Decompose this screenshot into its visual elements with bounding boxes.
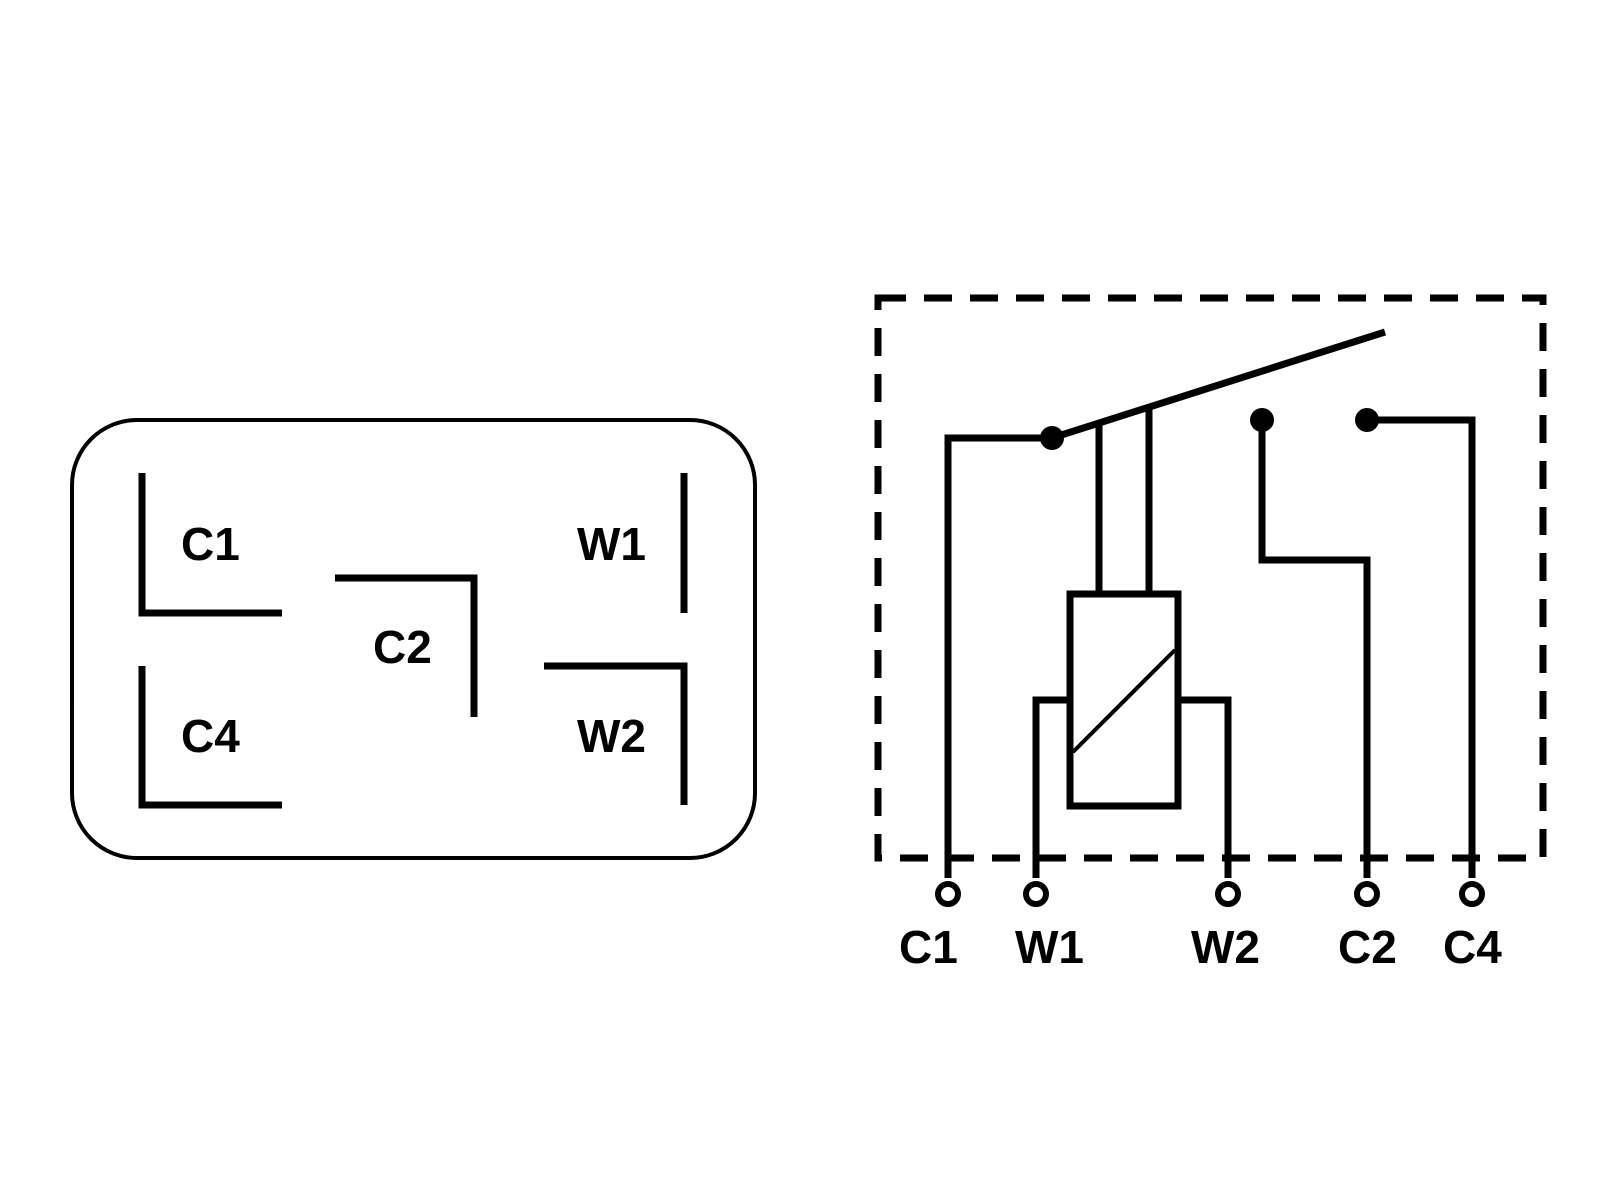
- connector-face: C1 C2 C4 W1 W2: [70, 418, 757, 860]
- pin-slot-w2: [544, 662, 688, 805]
- wire-w1: [1032, 696, 1070, 878]
- terminal-c4: [1459, 881, 1485, 907]
- pin-slot-c1: [138, 473, 282, 617]
- contact-c2: [1250, 408, 1274, 432]
- terminal-label-w2: W2: [1191, 921, 1260, 973]
- coil-diagonal: [1071, 648, 1177, 754]
- wire-w2: [1178, 696, 1232, 878]
- terminal-c2: [1354, 881, 1380, 907]
- terminal-label-w1: W1: [1015, 921, 1084, 973]
- pin-label-w1: W1: [577, 518, 646, 570]
- pin-label-c2: C2: [373, 621, 432, 673]
- wire-c4: [1367, 416, 1476, 878]
- connector-outline: [70, 418, 757, 860]
- enclosure-dashed-border: [874, 294, 1547, 862]
- contact-c4: [1355, 408, 1379, 432]
- contact-common: [1040, 426, 1064, 450]
- pin-label-c1: C1: [181, 518, 240, 570]
- pin-slot-c2: [335, 574, 478, 717]
- terminal-c1: [935, 881, 961, 907]
- switch-arm: [1050, 328, 1387, 442]
- terminal-w2: [1215, 881, 1241, 907]
- pin-slot-c4: [138, 666, 282, 809]
- terminal-label-c2: C2: [1338, 921, 1397, 973]
- relay-schematic: C1 W1 W2 C2 C4: [874, 294, 1547, 973]
- pin-label-w2: W2: [577, 710, 646, 762]
- terminal-label-c1: C1: [899, 921, 958, 973]
- terminal-label-c4: C4: [1443, 921, 1502, 973]
- pin-label-c4: C4: [181, 710, 240, 762]
- terminal-w1: [1023, 881, 1049, 907]
- wire-c1: [944, 434, 1052, 878]
- wire-c2: [1258, 420, 1371, 878]
